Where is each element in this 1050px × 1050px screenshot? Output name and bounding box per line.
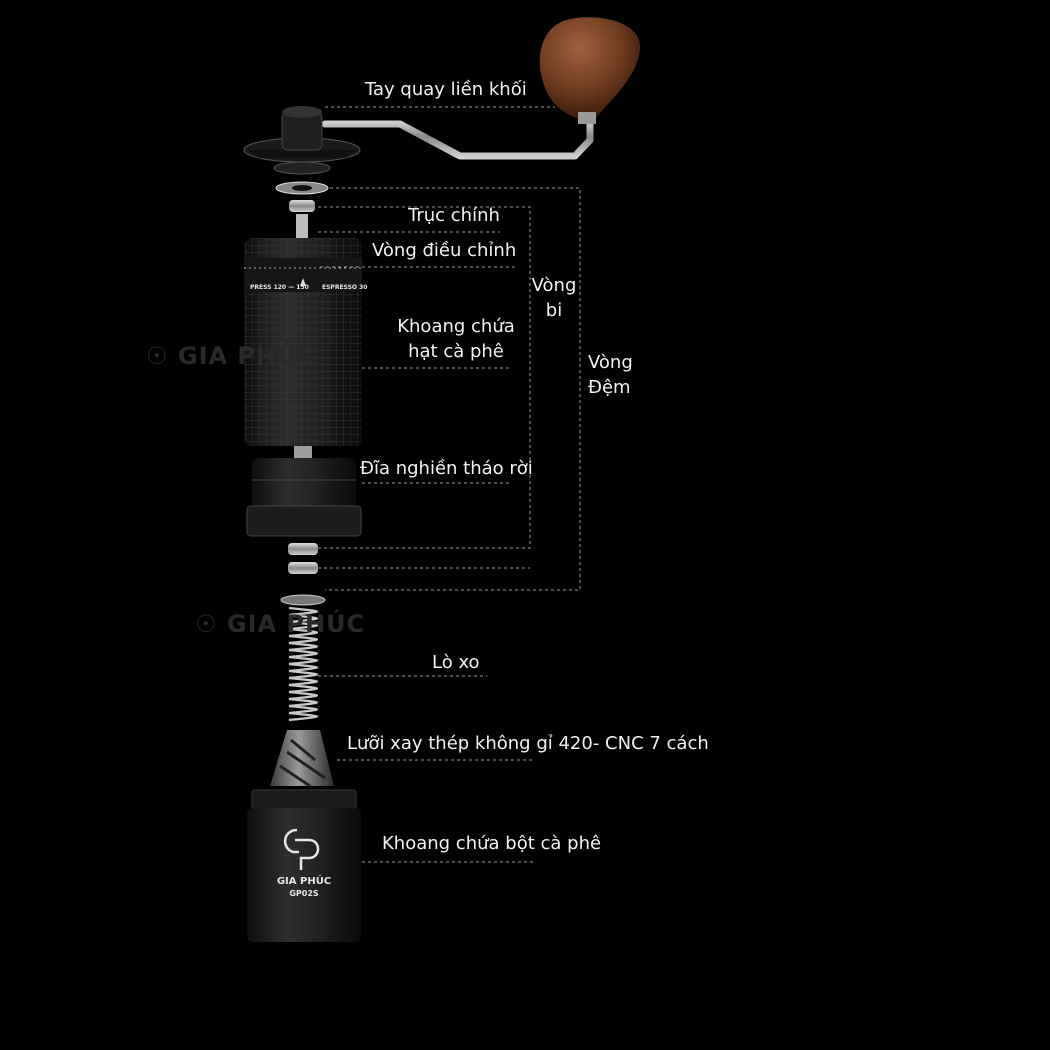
top-washer <box>275 181 329 195</box>
label-spring: Lò xo <box>432 652 480 673</box>
spring-coil <box>288 669 319 680</box>
burr-disc <box>246 458 362 537</box>
spring-coil <box>288 690 319 701</box>
crank-handle <box>243 17 640 175</box>
model-name: GP02S <box>289 889 319 898</box>
powder-chamber: GIA PHÚC GP02S <box>247 789 361 942</box>
conical-burr <box>270 730 334 788</box>
scale-right: ESPRESSO 30 <box>322 284 367 291</box>
label-bearing: Vòng bi <box>531 275 577 321</box>
label-spindle: Trục chính <box>408 205 500 226</box>
spring-coil <box>288 655 319 666</box>
bean-chamber: PRESS 120 — 150 ESPRESSO 30 <box>244 238 367 446</box>
watermark-2: ☉ GIA PHÚC <box>195 610 366 638</box>
thread-post <box>294 446 312 460</box>
wooden-knob <box>539 17 640 120</box>
bottom-bearing <box>288 543 318 555</box>
spring-coil <box>288 662 319 673</box>
spring-coil <box>288 641 319 652</box>
watermark-logo-icon: ☉ <box>146 342 169 370</box>
leader-lines <box>318 106 581 863</box>
scale-left: PRESS 120 — 150 <box>250 284 309 291</box>
watermark-logo-icon: ☉ <box>195 610 218 638</box>
spring-coil <box>288 627 319 638</box>
label-burr-disc: Đĩa nghiền tháo rời <box>360 458 533 479</box>
top-bearing <box>289 200 315 212</box>
spring-coil <box>288 711 319 722</box>
label-burr: Lưỡi xay thép không gỉ 420- CNC 7 cách <box>347 733 709 754</box>
label-washer: Vòng Đệm <box>588 352 633 398</box>
spring-coil <box>288 704 319 715</box>
label-bean-chamber: Khoang chứa hạt cà phê <box>397 316 515 362</box>
spring-coil <box>288 620 319 631</box>
spring-coil <box>288 683 319 694</box>
spring-coil <box>288 676 319 687</box>
label-adjust-ring: Vòng điều chỉnh <box>372 240 517 261</box>
gp-logo-icon <box>284 828 320 870</box>
spring-coil <box>288 697 319 708</box>
label-handle: Tay quay liền khối <box>365 79 527 100</box>
spring-coil <box>288 648 319 659</box>
brand-name: GIA PHÚC <box>277 874 331 887</box>
watermark-1: ☉ GIA PHÚC <box>146 342 317 370</box>
label-powder-chamber: Khoang chứa bột cà phê <box>382 833 602 854</box>
spring <box>288 606 319 722</box>
bottom-washer <box>280 562 326 606</box>
spindle <box>296 214 308 238</box>
spring-coil <box>288 606 319 617</box>
spring-coil <box>288 613 319 624</box>
spring-coil <box>288 634 319 645</box>
